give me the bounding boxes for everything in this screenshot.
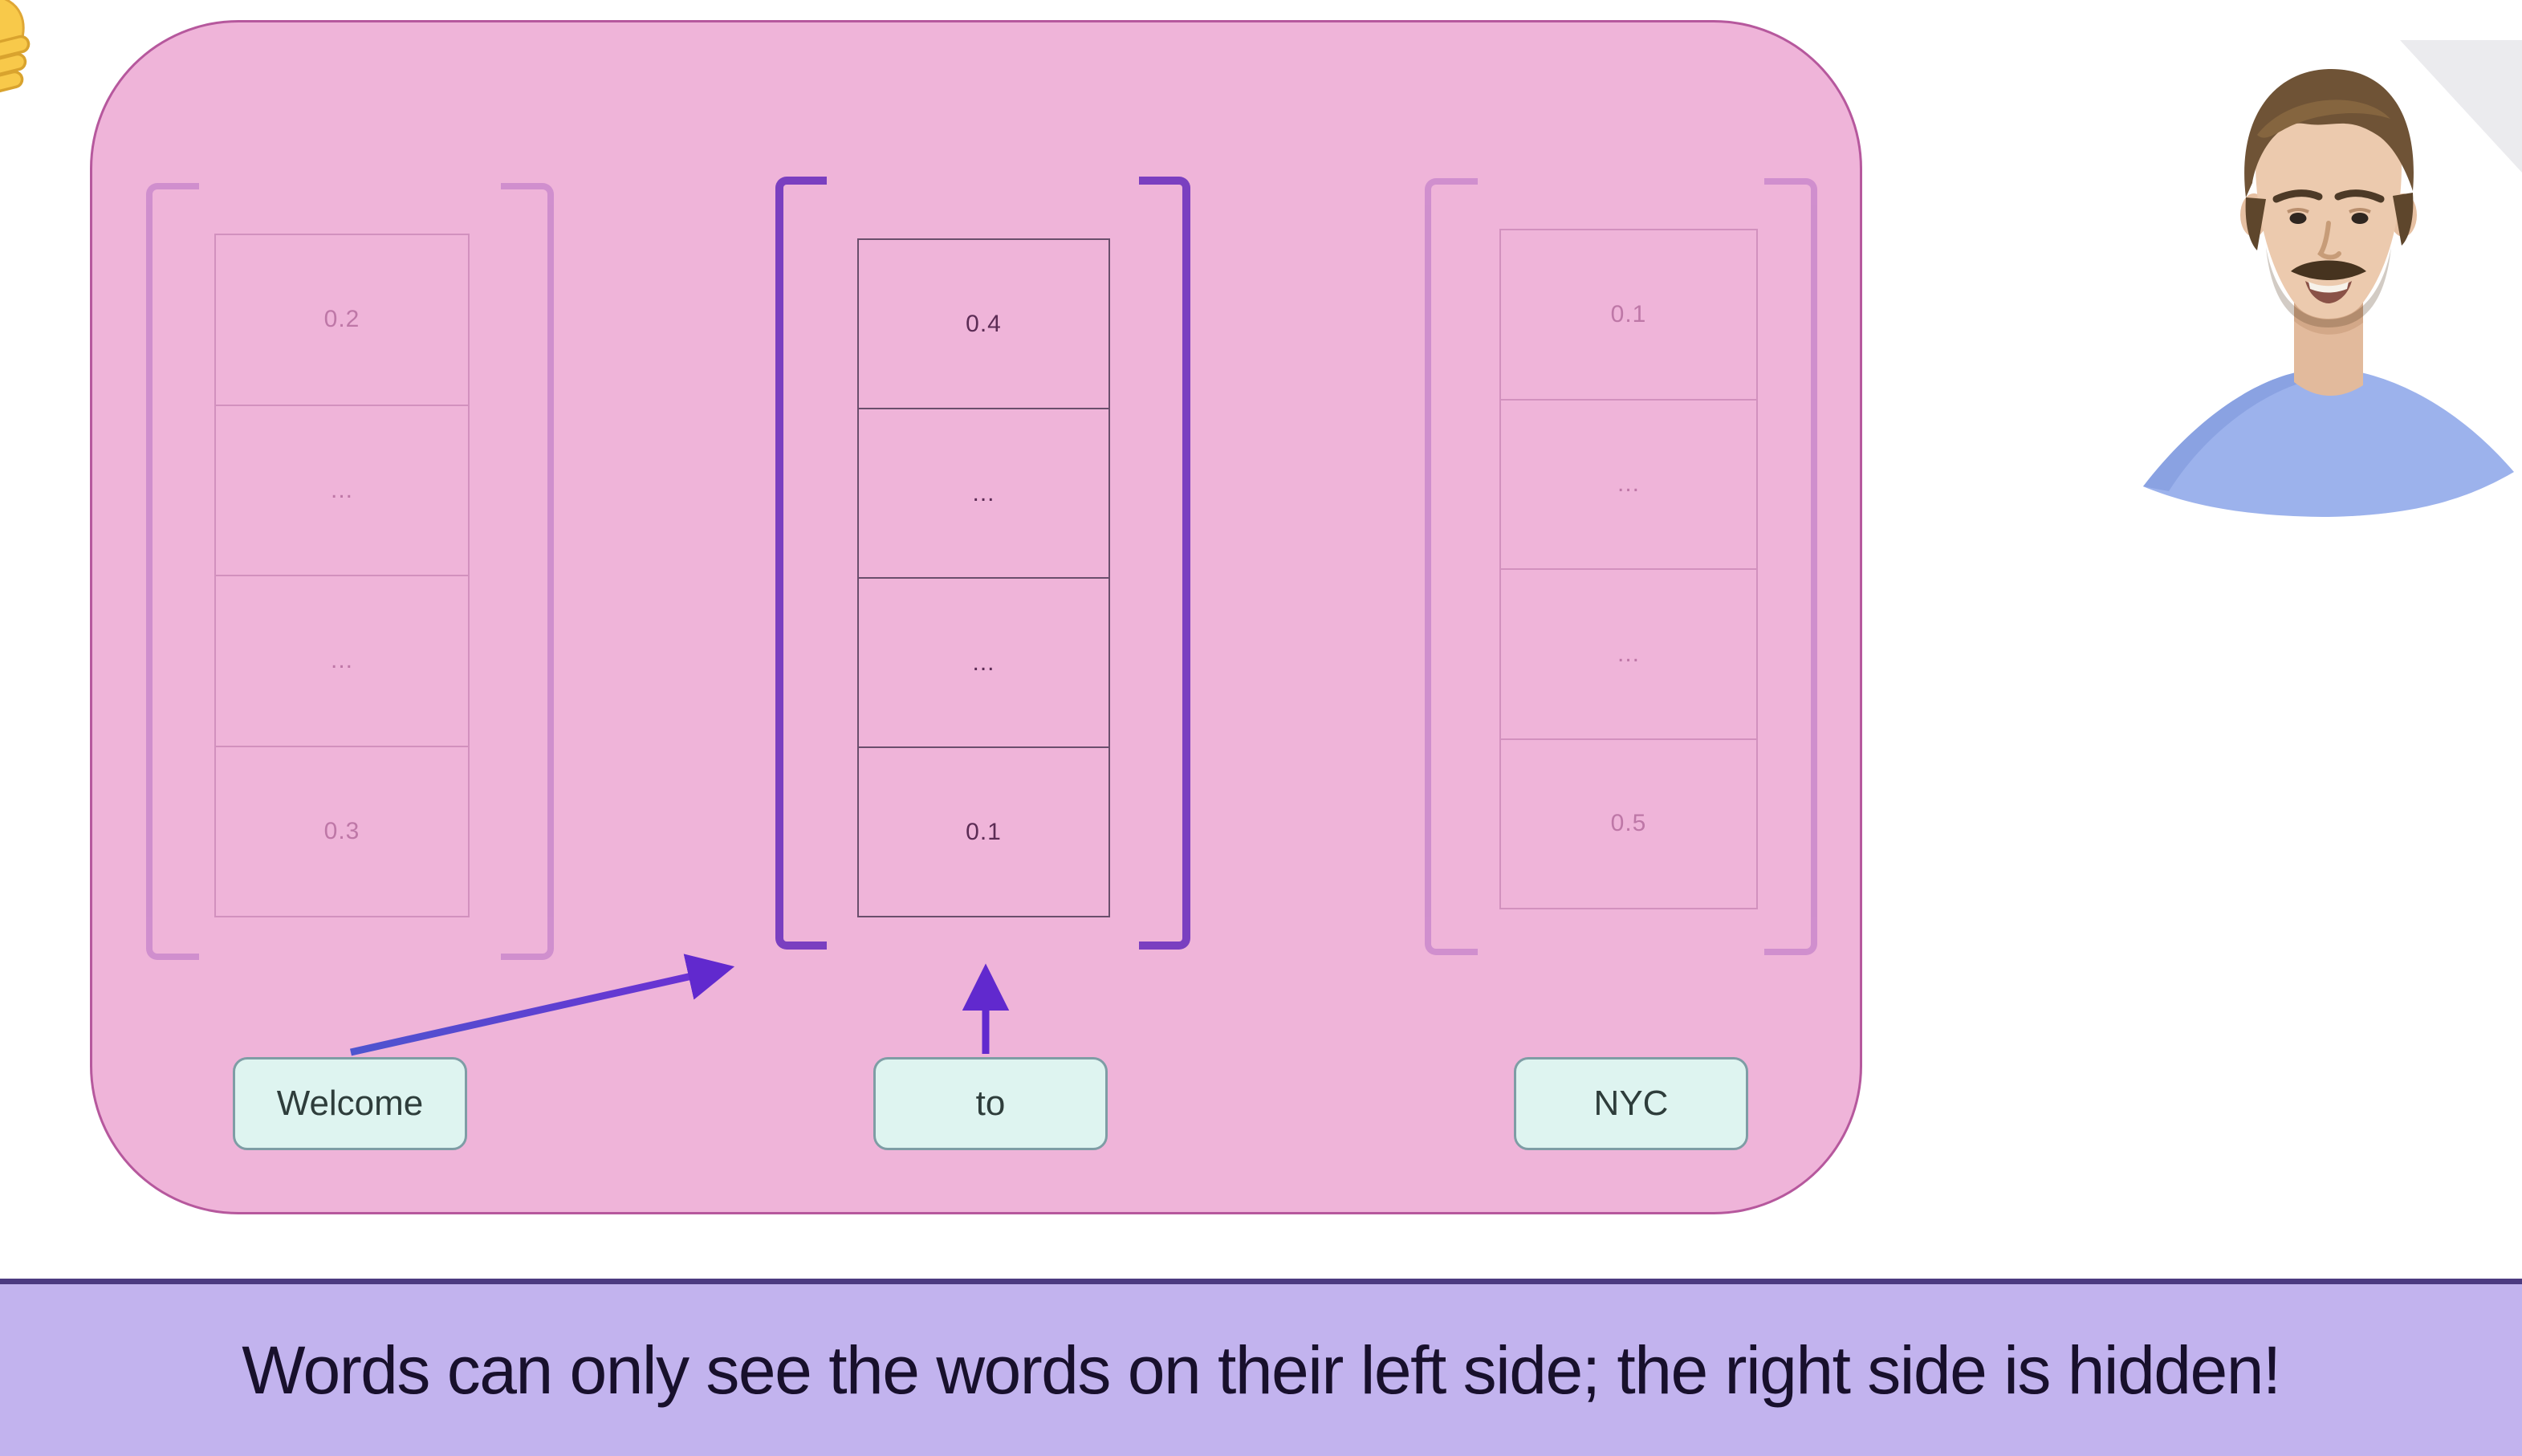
caption-text: Words can only see the words on their le… <box>242 1332 2281 1408</box>
caption-banner: Words can only see the words on their le… <box>0 1279 2522 1456</box>
cell-value: ... <box>330 476 353 503</box>
left-bracket <box>146 183 199 960</box>
cell-value: ... <box>972 649 995 676</box>
left-bracket <box>775 177 827 950</box>
word-box-welcome: Welcome <box>233 1057 467 1150</box>
vector-cell: 0.1 <box>1499 229 1758 401</box>
vector-cell: ... <box>857 409 1110 579</box>
cell-value: ... <box>972 479 995 506</box>
presenter-webcam <box>2143 40 2522 517</box>
word-box-to: to <box>873 1057 1108 1150</box>
vector-cell: 0.3 <box>214 746 470 917</box>
vector-cell: 0.2 <box>214 234 470 406</box>
vector-cell: 0.4 <box>857 238 1110 409</box>
word-label: Welcome <box>276 1084 424 1123</box>
hand-emoji-fragment-icon <box>0 0 31 97</box>
vector-cell: ... <box>1499 570 1758 740</box>
word-label: to <box>975 1084 1006 1123</box>
word-label: NYC <box>1593 1084 1669 1123</box>
vector-cells: 0.2 ... ... 0.3 <box>214 234 470 917</box>
right-bracket <box>501 183 554 960</box>
vector-cell: ... <box>1499 400 1758 570</box>
vector-cells: 0.1 ... ... 0.5 <box>1499 229 1758 909</box>
cell-value: 0.2 <box>323 306 360 333</box>
vector-cells: 0.4 ... ... 0.1 <box>857 238 1110 917</box>
cell-value: 0.4 <box>966 310 1002 337</box>
right-bracket <box>1139 177 1190 950</box>
cell-value: 0.3 <box>323 817 360 844</box>
word-box-nyc: NYC <box>1514 1057 1748 1150</box>
left-bracket <box>1425 178 1478 955</box>
cell-value: ... <box>1617 470 1640 498</box>
cell-value: ... <box>1617 640 1640 667</box>
cell-value: ... <box>330 647 353 674</box>
right-bracket <box>1764 178 1817 955</box>
cell-value: 0.1 <box>1610 300 1647 327</box>
vector-cell: ... <box>214 576 470 747</box>
vector-cell: ... <box>857 579 1110 748</box>
vector-cell: 0.5 <box>1499 739 1758 909</box>
vector-cell: 0.1 <box>857 748 1110 917</box>
cell-value: 0.5 <box>1610 810 1647 837</box>
vector-cell: ... <box>214 405 470 576</box>
cell-value: 0.1 <box>966 818 1002 845</box>
